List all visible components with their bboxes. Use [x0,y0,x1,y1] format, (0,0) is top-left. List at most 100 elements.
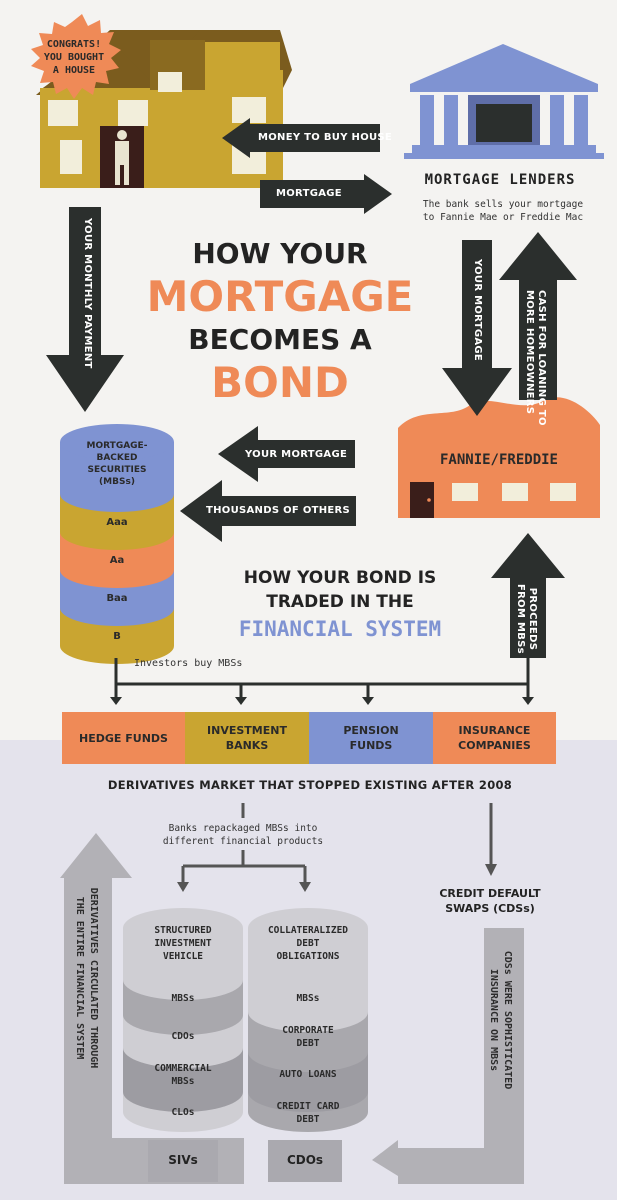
cash-for-loaning-line-1: CASH FOR LOANING TO [536,290,547,426]
proceeds-label: PROCEEDS FROM MBSs [514,582,538,656]
derivatives-circulated-arrow [60,833,132,1142]
investor-investment-banks: INVESTMENT BANKS [185,712,309,764]
bank-building-icon [404,44,604,159]
repackaged-note: Banks repackaged MBSs into different fin… [138,822,348,848]
traded-line-3: FINANCIAL SYSTEM [238,617,442,641]
siv-top-label: STRUCTURED INVESTMENT VEHICLE [124,924,242,963]
investor-hedge-funds-line-1: HEDGE FUNDS [79,731,168,745]
cdo-tier-1: MBSs [249,992,367,1005]
mbs-top-label: MORTGAGE- BACKED SECURITIES (MBSs) [57,440,177,488]
mbs-tier-b: B [113,631,121,642]
cdo-top-label: COLLATERALIZED DEBT OBLIGATIONS [249,924,367,963]
siv-tier-3-line-1: COMMERCIAL [154,1063,212,1074]
proceeds-arrow [491,533,565,658]
siv-cylinder [123,908,243,1132]
traded-line-2: TRADED IN THE [266,592,414,612]
lenders-note-line-1: The bank sells your mortgage [422,199,584,210]
cds-side-arrow [372,928,524,1184]
siv-tier-1: MBSs [124,992,242,1005]
mbs-top-line-4: (MBSs) [99,477,135,487]
cdo-footer: CDOs [286,1153,324,1167]
siv-tier-4-line-1: CLOs [171,1107,195,1118]
badge-line-1: CONGRATS! [46,39,102,50]
cdo-top-line-2: DEBT [296,938,320,949]
cash-for-loaning-arrow [499,232,577,400]
thousands-of-others-arrow [180,480,356,542]
fannie-freddie-building-icon [398,397,600,518]
investor-pension-funds-line-2: FUNDS [349,739,393,752]
cds-line-2: SWAPS (CDSs) [445,902,535,915]
repackaged-line-2: different financial products [162,836,324,847]
cdo-footer-bg [268,1140,342,1182]
siv-tier-4: CLOs [124,1106,242,1119]
mbs-top-line-2: BACKED [96,453,138,463]
investor-pension-funds: PENSION FUNDS [309,712,433,764]
cdo-tier-4: CREDIT CARD DEBT [249,1100,367,1126]
investment-banks-cell-bg [185,712,309,764]
your-mortgage-left-arrow [218,426,355,482]
investor-investment-banks-line-1: INVESTMENT [207,724,287,737]
title-line-4: BOND [211,358,349,407]
mortgage-label: MORTGAGE [276,188,342,199]
mbs-tier-baa: Baa [106,593,128,604]
cdo-top-line-3: OBLIGATIONS [276,951,340,962]
cdo-cylinder [248,908,368,1132]
investor-insurance-companies: INSURANCE COMPANIES [433,712,556,764]
badge-starburst [31,14,121,99]
siv-top-line-1: STRUCTURED [154,925,212,936]
cdo-tier-2: CORPORATE DEBT [249,1024,367,1050]
money-to-buy-house-label: MONEY TO BUY HOUSE [258,132,393,143]
siv-footer-bg [148,1140,218,1182]
your-mortgage-down-label: YOUR MORTGAGE [472,258,483,362]
cdo-tier-3: AUTO LOANS [249,1068,367,1081]
investor-insurance-line-1: INSURANCE [458,724,531,737]
siv-tier-3-line-2: MBSs [171,1076,195,1087]
badge-line-3: A HOUSE [52,65,96,76]
person-icon [115,130,129,185]
repackaged-line-1: Banks repackaged MBSs into [168,823,318,834]
your-mortgage-left-label: YOUR MORTGAGE [245,449,348,460]
title-line-1: HOW YOUR [192,237,368,270]
investor-pension-funds-line-1: PENSION [343,724,399,737]
cds-line-1: CREDIT DEFAULT [439,887,541,900]
derivatives-circulated-line-2: THE ENTIRE FINANCIAL SYSTEM [74,896,85,1060]
investors-note: Investors buy MBSs [134,658,243,669]
thousands-of-others-label: THOUSANDS OF OTHERS [206,505,351,516]
cdo-top-line-1: COLLATERALIZED [267,925,349,936]
money-to-buy-house-arrow [222,118,380,158]
cash-for-loaning-line-2: MORE HOMEOWNERS [524,290,535,415]
monthly-payment-label: YOUR MONTHLY PAYMENT [82,218,93,369]
traded-line-1: HOW YOUR BOND IS [243,568,437,588]
derivatives-heading: DERIVATIVES MARKET THAT STOPPED EXISTING… [107,778,513,792]
cdo-tier-2-line-1: CORPORATE [282,1025,334,1036]
mbs-tier-aaa: Aaa [106,517,128,528]
main-title: HOW YOUR MORTGAGE BECOMES A BOND [135,236,425,408]
cds-side-line-1: CDSs WERE SOPHISTICATED [502,950,513,1090]
cds-side-label: CDSs WERE SOPHISTICATED INSURANCE ON MBS… [486,940,514,1100]
siv-tier-1-line-1: MBSs [171,993,195,1004]
monthly-payment-arrow [46,207,124,412]
cdo-tier-4-line-1: CREDIT CARD [276,1101,340,1112]
lenders-note-line-2: to Fannie Mae or Freddie Mac [422,212,584,223]
cdo-tier-1-line-1: MBSs [296,993,320,1004]
cds-label: CREDIT DEFAULT SWAPS (CDSs) [420,886,560,916]
insurance-cell-bg [433,712,556,764]
cdo-tier-3-line-1: AUTO LOANS [279,1069,337,1080]
title-line-3: BECOMES A [188,323,372,356]
siv-footer: SIVs [168,1153,198,1167]
proceeds-line-2: FROM MBSs [515,584,526,654]
siv-tier-2-line-1: CDOs [171,1031,195,1042]
mbs-tier-aa: Aa [109,555,125,566]
cash-for-loaning-label: CASH FOR LOANING TO MORE HOMEOWNERS [523,290,547,426]
siv-top-line-2: INVESTMENT [154,938,212,949]
siv-tier-2: CDOs [124,1030,242,1043]
derivatives-circulated-label: DERIVATIVES CIRCULATED THROUGH THE ENTIR… [72,878,100,1078]
mortgage-arrow [260,174,392,214]
proceeds-line-1: PROCEEDS [527,587,538,651]
cds-side-line-2: INSURANCE ON MBSs [488,968,499,1072]
derivatives-circulated-line-1: DERIVATIVES CIRCULATED THROUGH [88,887,99,1069]
siv-tier-3: COMMERCIAL MBSs [124,1062,242,1088]
pension-funds-cell-bg [309,712,433,764]
investor-insurance-line-2: COMPANIES [458,739,531,752]
